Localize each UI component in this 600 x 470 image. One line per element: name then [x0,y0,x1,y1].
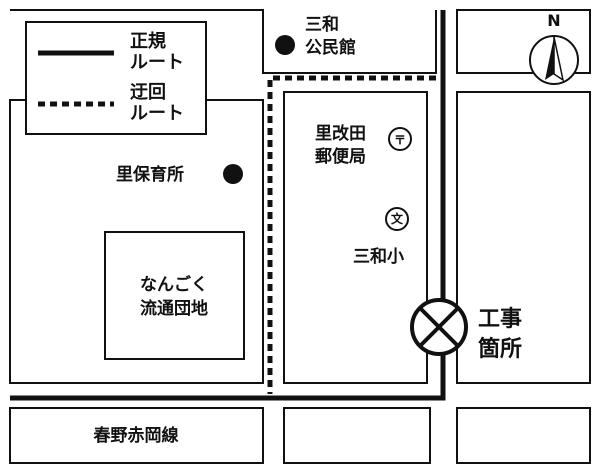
detour-route-line [267,75,436,394]
compass-arrow-icon [545,37,554,80]
legend-regular-label-2: ルート [130,52,184,73]
block-bottom-left [9,407,264,464]
construction-site-label-1: 工事 [478,306,522,332]
road-name-label: 春野赤岡線 [94,425,179,446]
post-office-icon [388,127,412,151]
nursery-dot [223,164,243,184]
construction-site-label-2: 箇所 [478,336,522,362]
legend-box [25,21,207,135]
compass-north-label: N [547,11,560,30]
block-bottom-center [283,407,431,464]
legend-regular-label-1: 正規 [130,31,166,52]
block-distribution-estate [9,99,264,384]
legend-detour-label-1: 迂回 [130,82,166,103]
city-blocks [9,9,591,464]
distribution-estate-label-2: 流通団地 [140,298,208,319]
post-office-label-2: 郵便局 [315,146,366,167]
block-bottom-right [456,407,591,464]
block-center [283,91,428,384]
block-top-right [456,9,591,74]
construction-site-marker [410,298,468,356]
post-office-symbol: 〒 [394,133,406,147]
block-nangoku-park [104,231,245,360]
nursery-label: 里保育所 [116,164,184,185]
community-hall-label-2: 公民館 [305,37,356,58]
regular-route-line [10,10,446,401]
compass [529,35,579,85]
community-hall-dot [275,35,295,55]
community-hall-label-1: 三和 [305,15,339,35]
school-symbol: 文 [391,211,404,226]
elementary-school-label: 三和小 [353,247,404,267]
school-icon [385,207,409,231]
block-top-left [10,9,437,74]
distribution-estate-label-1: なんごく [140,274,208,295]
post-office-label-1: 里改田 [315,123,366,144]
legend-detour-label-2: ルート [130,103,184,124]
block-right [456,91,591,384]
